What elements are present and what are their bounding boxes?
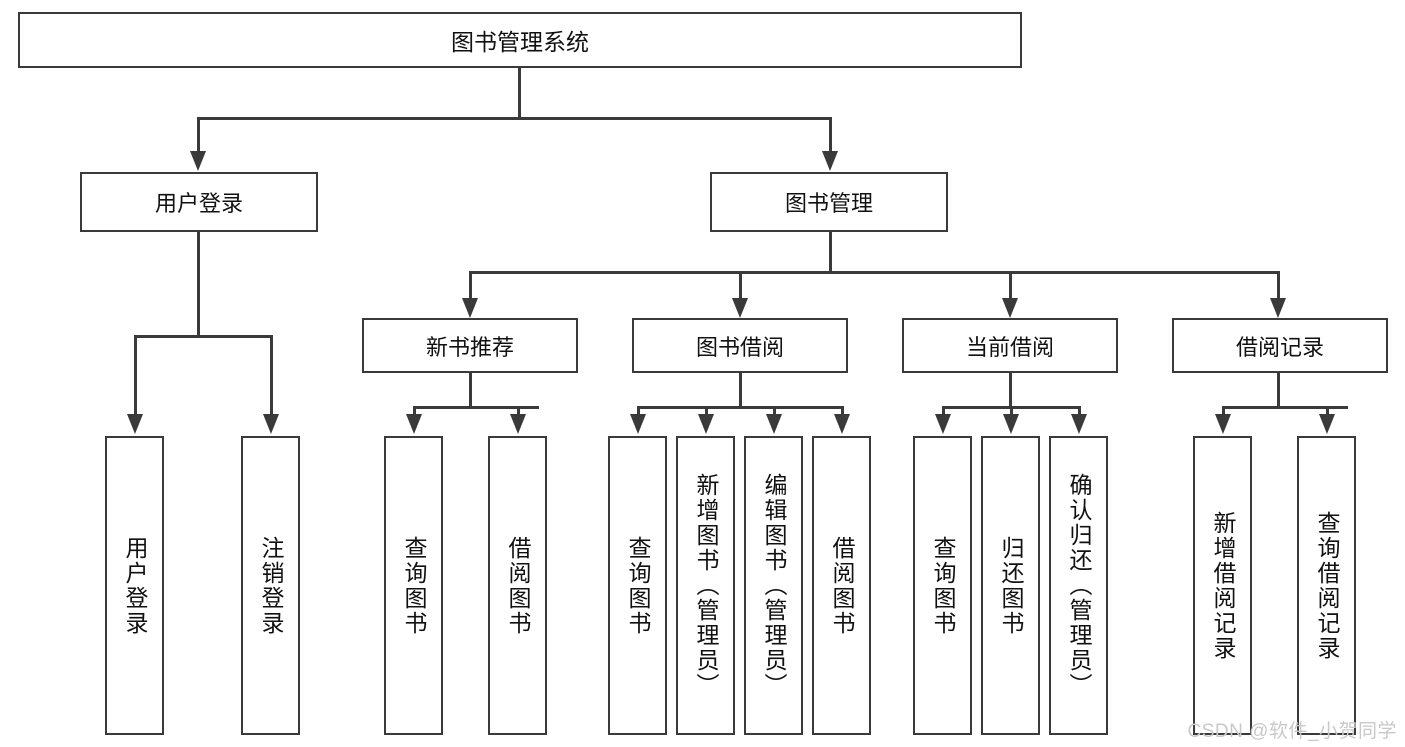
arrowhead-user-login bbox=[190, 151, 206, 171]
node-label: 查询借阅记录 bbox=[1314, 510, 1340, 661]
node-borrow-record[interactable]: 借阅记录 bbox=[1172, 318, 1388, 373]
arrowhead-leaf-confirm-return bbox=[1071, 414, 1087, 434]
arrowhead-leaf-query-book-1 bbox=[406, 414, 422, 434]
arrowhead-leaf-add-book bbox=[698, 414, 714, 434]
arrowhead-current-borrow bbox=[1002, 298, 1018, 318]
connector-drop-leaf-borrow-book-1 bbox=[517, 406, 520, 418]
connector-drop-leaf-query-book-3 bbox=[942, 406, 945, 418]
connector-drop-new-book-recommend bbox=[469, 271, 472, 302]
connector-drop-leaf-query-book-1 bbox=[413, 406, 416, 418]
node-leaf-edit-book[interactable]: 编辑图书（管理员） bbox=[744, 436, 803, 735]
arrowhead-leaf-query-book-3 bbox=[935, 414, 951, 434]
node-leaf-add-borrow-record[interactable]: 新增借阅记录 bbox=[1193, 436, 1252, 735]
node-current-borrow[interactable]: 当前借阅 bbox=[902, 318, 1118, 373]
connector-drop-leaf-add-record bbox=[1222, 406, 1225, 418]
connector-drop-leaf-confirm-return bbox=[1078, 406, 1081, 418]
node-label: 借阅记录 bbox=[1235, 334, 1324, 360]
connector-drop-book-borrow bbox=[739, 271, 742, 302]
node-book-management[interactable]: 图书管理 bbox=[710, 172, 948, 232]
connector-user-login-stem bbox=[197, 232, 200, 335]
node-leaf-query-book-borrow[interactable]: 查询图书 bbox=[608, 436, 667, 735]
node-book-borrow[interactable]: 图书借阅 bbox=[632, 318, 848, 373]
connector-drop-user-login bbox=[197, 117, 200, 155]
node-label: 借阅图书 bbox=[505, 535, 531, 636]
node-label: 借阅图书 bbox=[829, 535, 855, 636]
node-new-book-recommend[interactable]: 新书推荐 bbox=[362, 318, 578, 373]
connector-drop-leaf-user-logout bbox=[270, 335, 273, 416]
connector-drop-leaf-user-login bbox=[134, 335, 137, 416]
node-label: 当前借阅 bbox=[965, 334, 1054, 360]
node-label: 编辑图书（管理员） bbox=[761, 473, 787, 698]
arrowhead-leaf-user-logout bbox=[263, 414, 279, 434]
node-label: 查询图书 bbox=[401, 535, 427, 636]
arrowhead-book-management bbox=[822, 151, 838, 171]
node-label: 图书借阅 bbox=[695, 334, 784, 360]
arrowhead-leaf-borrow-book-2 bbox=[834, 414, 850, 434]
node-leaf-user-login[interactable]: 用户登录 bbox=[105, 436, 164, 735]
connector-book-management-stem bbox=[829, 232, 832, 271]
connector-level3-bus bbox=[469, 271, 1278, 274]
arrowhead-leaf-query-record bbox=[1319, 414, 1335, 434]
node-label: 图书管理 bbox=[784, 191, 873, 216]
node-label: 查询图书 bbox=[625, 535, 651, 636]
arrowhead-leaf-borrow-book-1 bbox=[510, 414, 526, 434]
connector-book-borrow-stem bbox=[739, 373, 742, 406]
node-leaf-add-book[interactable]: 新增图书（管理员） bbox=[676, 436, 735, 735]
connector-current-borrow-stem bbox=[1009, 373, 1012, 406]
connector-book-borrow-bus bbox=[637, 406, 843, 409]
connector-drop-leaf-borrow-book-2 bbox=[841, 406, 844, 418]
connector-new-book-recommend-stem bbox=[469, 373, 472, 406]
connector-drop-leaf-query-book-2 bbox=[637, 406, 640, 418]
node-label: 新增借阅记录 bbox=[1210, 510, 1236, 661]
node-label: 查询图书 bbox=[930, 535, 956, 636]
node-label: 确认归还（管理员） bbox=[1066, 473, 1092, 698]
connector-drop-borrow-record bbox=[1277, 271, 1280, 302]
connector-drop-leaf-edit-book bbox=[773, 406, 776, 418]
node-label: 新书推荐 bbox=[425, 334, 514, 360]
connector-drop-book-management bbox=[829, 117, 832, 155]
node-label: 归还图书 bbox=[998, 535, 1024, 636]
arrowhead-leaf-user-login bbox=[127, 414, 143, 434]
node-root-book-management-system[interactable]: 图书管理系统 bbox=[18, 12, 1022, 68]
connector-user-login-bus bbox=[134, 335, 273, 338]
node-label: 注销登录 bbox=[258, 535, 284, 636]
connector-borrow-record-bus bbox=[1222, 406, 1348, 409]
csdn-watermark: CSDN @软件_小贺同学 bbox=[1187, 721, 1397, 742]
node-leaf-query-book-current[interactable]: 查询图书 bbox=[913, 436, 972, 735]
connector-drop-leaf-add-book bbox=[705, 406, 708, 418]
arrowhead-leaf-return-book bbox=[1003, 414, 1019, 434]
connector-borrow-record-stem bbox=[1277, 373, 1280, 406]
node-leaf-query-book-new-recommend[interactable]: 查询图书 bbox=[384, 436, 443, 735]
arrowhead-borrow-record bbox=[1270, 298, 1286, 318]
node-leaf-return-book[interactable]: 归还图书 bbox=[981, 436, 1040, 735]
node-leaf-confirm-return[interactable]: 确认归还（管理员） bbox=[1049, 436, 1108, 735]
connector-level2-bus bbox=[197, 117, 831, 120]
node-leaf-query-borrow-record[interactable]: 查询借阅记录 bbox=[1297, 436, 1356, 735]
arrowhead-book-borrow bbox=[732, 298, 748, 318]
connector-drop-current-borrow bbox=[1009, 271, 1012, 302]
node-label: 用户登录 bbox=[122, 535, 148, 636]
node-label: 新增图书（管理员） bbox=[693, 473, 719, 698]
node-leaf-user-logout[interactable]: 注销登录 bbox=[241, 436, 300, 735]
node-leaf-borrow-book-new-recommend[interactable]: 借阅图书 bbox=[488, 436, 547, 735]
arrowhead-leaf-add-record bbox=[1215, 414, 1231, 434]
arrowhead-new-book-recommend bbox=[462, 298, 478, 318]
node-label: 用户登录 bbox=[154, 191, 243, 216]
connector-drop-leaf-return-book bbox=[1010, 406, 1013, 418]
connector-drop-leaf-query-record bbox=[1326, 406, 1329, 418]
arrowhead-leaf-query-book-2 bbox=[630, 414, 646, 434]
connector-root-stem bbox=[518, 68, 521, 117]
connector-new-book-recommend-bus bbox=[413, 406, 539, 409]
arrowhead-leaf-edit-book bbox=[766, 414, 782, 434]
node-label: 图书管理系统 bbox=[451, 29, 589, 55]
node-leaf-borrow-book[interactable]: 借阅图书 bbox=[812, 436, 871, 735]
node-user-login[interactable]: 用户登录 bbox=[80, 172, 318, 232]
